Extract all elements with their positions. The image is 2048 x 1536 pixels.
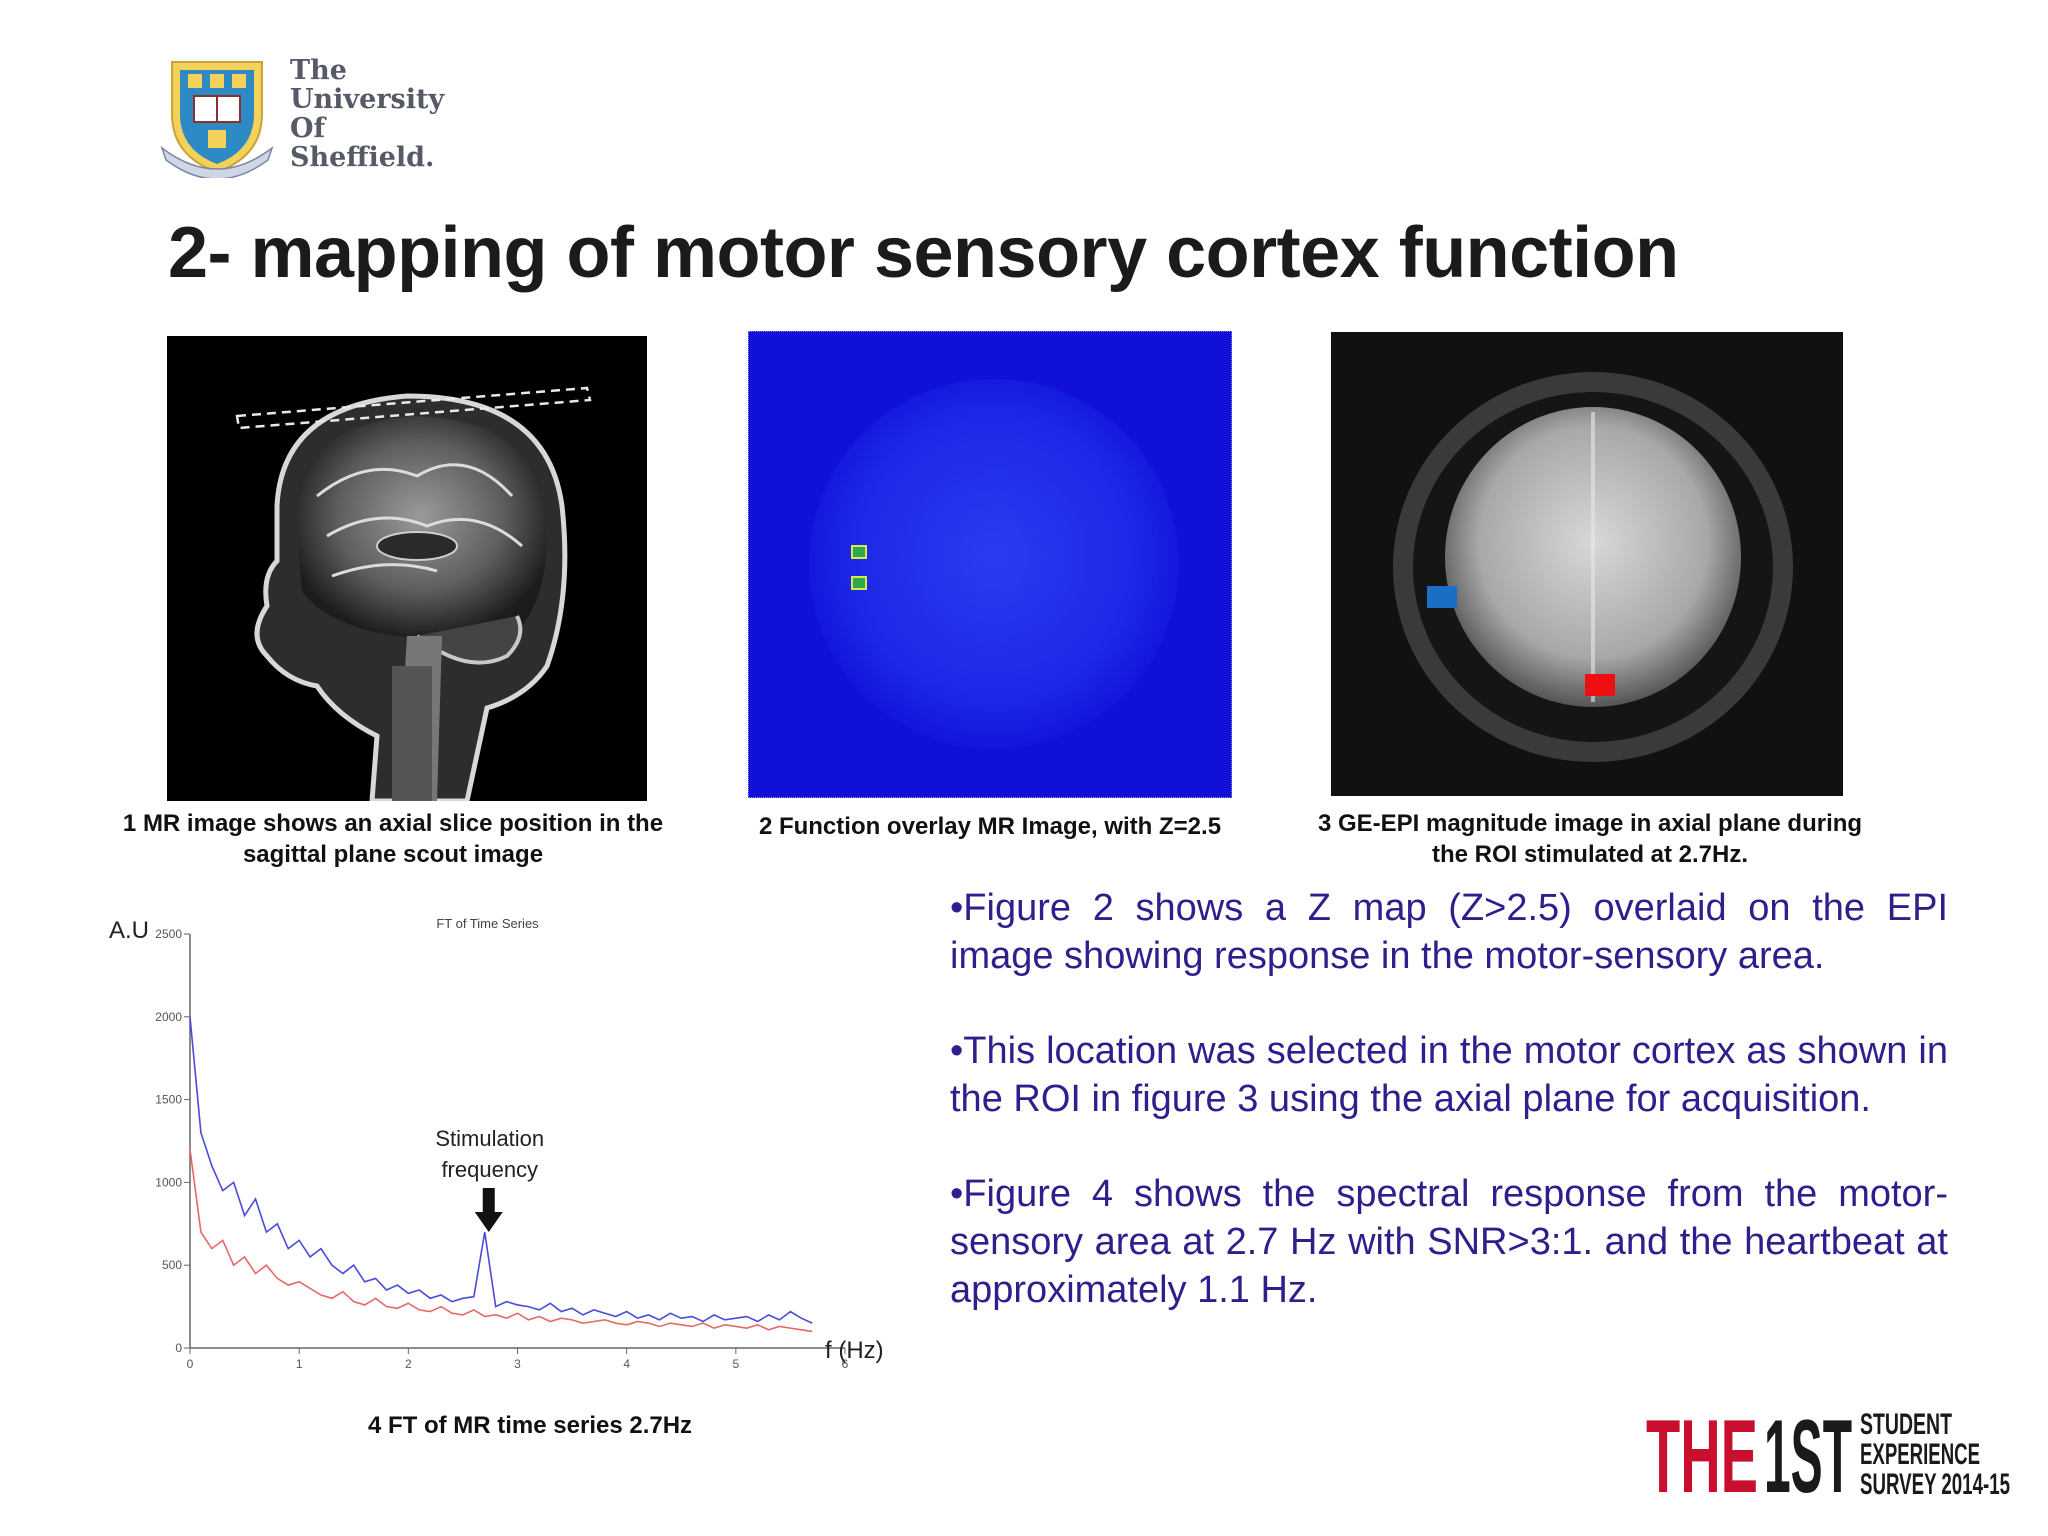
figure-2-caption: 2 Function overlay MR Image, with Z=2.5 [758, 813, 1222, 840]
bullet-1: •Figure 2 shows a Z map (Z>2.5) overlaid… [950, 887, 1948, 977]
the-logo-line-3: SURVEY 2014-15 [1860, 1468, 2010, 1500]
y-tick-label: 1000 [155, 1175, 182, 1189]
bullet-3: •Figure 4 shows the spectral response fr… [950, 1173, 1948, 1311]
figure-4-ft-chart: 0 500 1000 1500 2000 2500 0 1 2 3 4 5 6 FT of Time Se… [100, 906, 900, 1426]
university-wordmark: The University Of Sheffield. [290, 56, 450, 172]
figure-4-caption: 4 FT of MR time series 2.7Hz [367, 1412, 693, 1439]
chart-title: FT of Time Series [436, 916, 539, 931]
roi-blue-marker [1427, 586, 1457, 608]
y-tick-label: 500 [162, 1258, 182, 1272]
x-tick-label: 4 [623, 1357, 630, 1371]
logo-line-3: Of [290, 113, 326, 144]
figure-3-caption: 3 GE-EPI magnitude image in axial plane … [1317, 810, 1863, 868]
x-tick-label: 0 [187, 1357, 194, 1371]
ft-chart-svg: 0 500 1000 1500 2000 2500 0 1 2 3 4 5 6 FT of Time Se… [109, 916, 884, 1371]
x-axis-label: f (Hz) [825, 1337, 884, 1364]
series-line-1 [189, 1016, 813, 1324]
sheffield-crest-icon [160, 61, 274, 178]
figure-2-function-overlay [748, 331, 1232, 798]
the-logo-line-2: EXPERIENCE [1860, 1438, 1980, 1471]
logo-line-4: Sheffield. [290, 142, 435, 173]
y-tick-label: 2500 [155, 927, 182, 941]
figure-3-ge-epi-image [1331, 332, 1843, 796]
annotation-text: frequency [441, 1157, 538, 1182]
y-tick-label: 1500 [155, 1093, 182, 1107]
figure-1-sagittal-mr-image [167, 336, 647, 801]
x-tick-label: 3 [514, 1357, 521, 1371]
slide-title: 2- mapping of motor sensory cortex funct… [168, 213, 1679, 293]
series-line-2 [189, 1149, 813, 1333]
the-logo-1st: 1ST [1764, 1404, 1852, 1500]
annotation-text: Stimulation [435, 1126, 544, 1151]
bullet-2: •This location was selected in the motor… [950, 1030, 1948, 1120]
logo-line-1: The [290, 55, 347, 86]
the-logo-line-1: STUDENT [1860, 1408, 1952, 1441]
x-tick-label: 6 [842, 1357, 849, 1371]
bullet-list: •Figure 2 shows a Z map (Z>2.5) overlaid… [950, 884, 1948, 1361]
logo-line-2: University [290, 84, 445, 115]
university-logo: The University Of Sheffield. [158, 52, 448, 180]
the-student-survey-logo: THE 1ST STUDENT EXPERIENCE SURVEY 2014-1… [1646, 1399, 2016, 1515]
figure-1-caption: 1 MR image shows an axial slice position… [122, 810, 664, 868]
y-axis-label: A.U [109, 917, 149, 944]
the-logo-the: THE [1646, 1404, 1758, 1500]
x-tick-label: 1 [296, 1357, 303, 1371]
y-tick-label: 2000 [155, 1010, 182, 1024]
roi-red-marker [1585, 674, 1615, 696]
x-tick-label: 2 [405, 1357, 412, 1371]
y-tick-label: 0 [175, 1341, 182, 1355]
annotation-arrow-head [474, 1212, 503, 1232]
annotation-arrow-shaft [482, 1188, 495, 1214]
x-tick-label: 5 [732, 1357, 739, 1371]
